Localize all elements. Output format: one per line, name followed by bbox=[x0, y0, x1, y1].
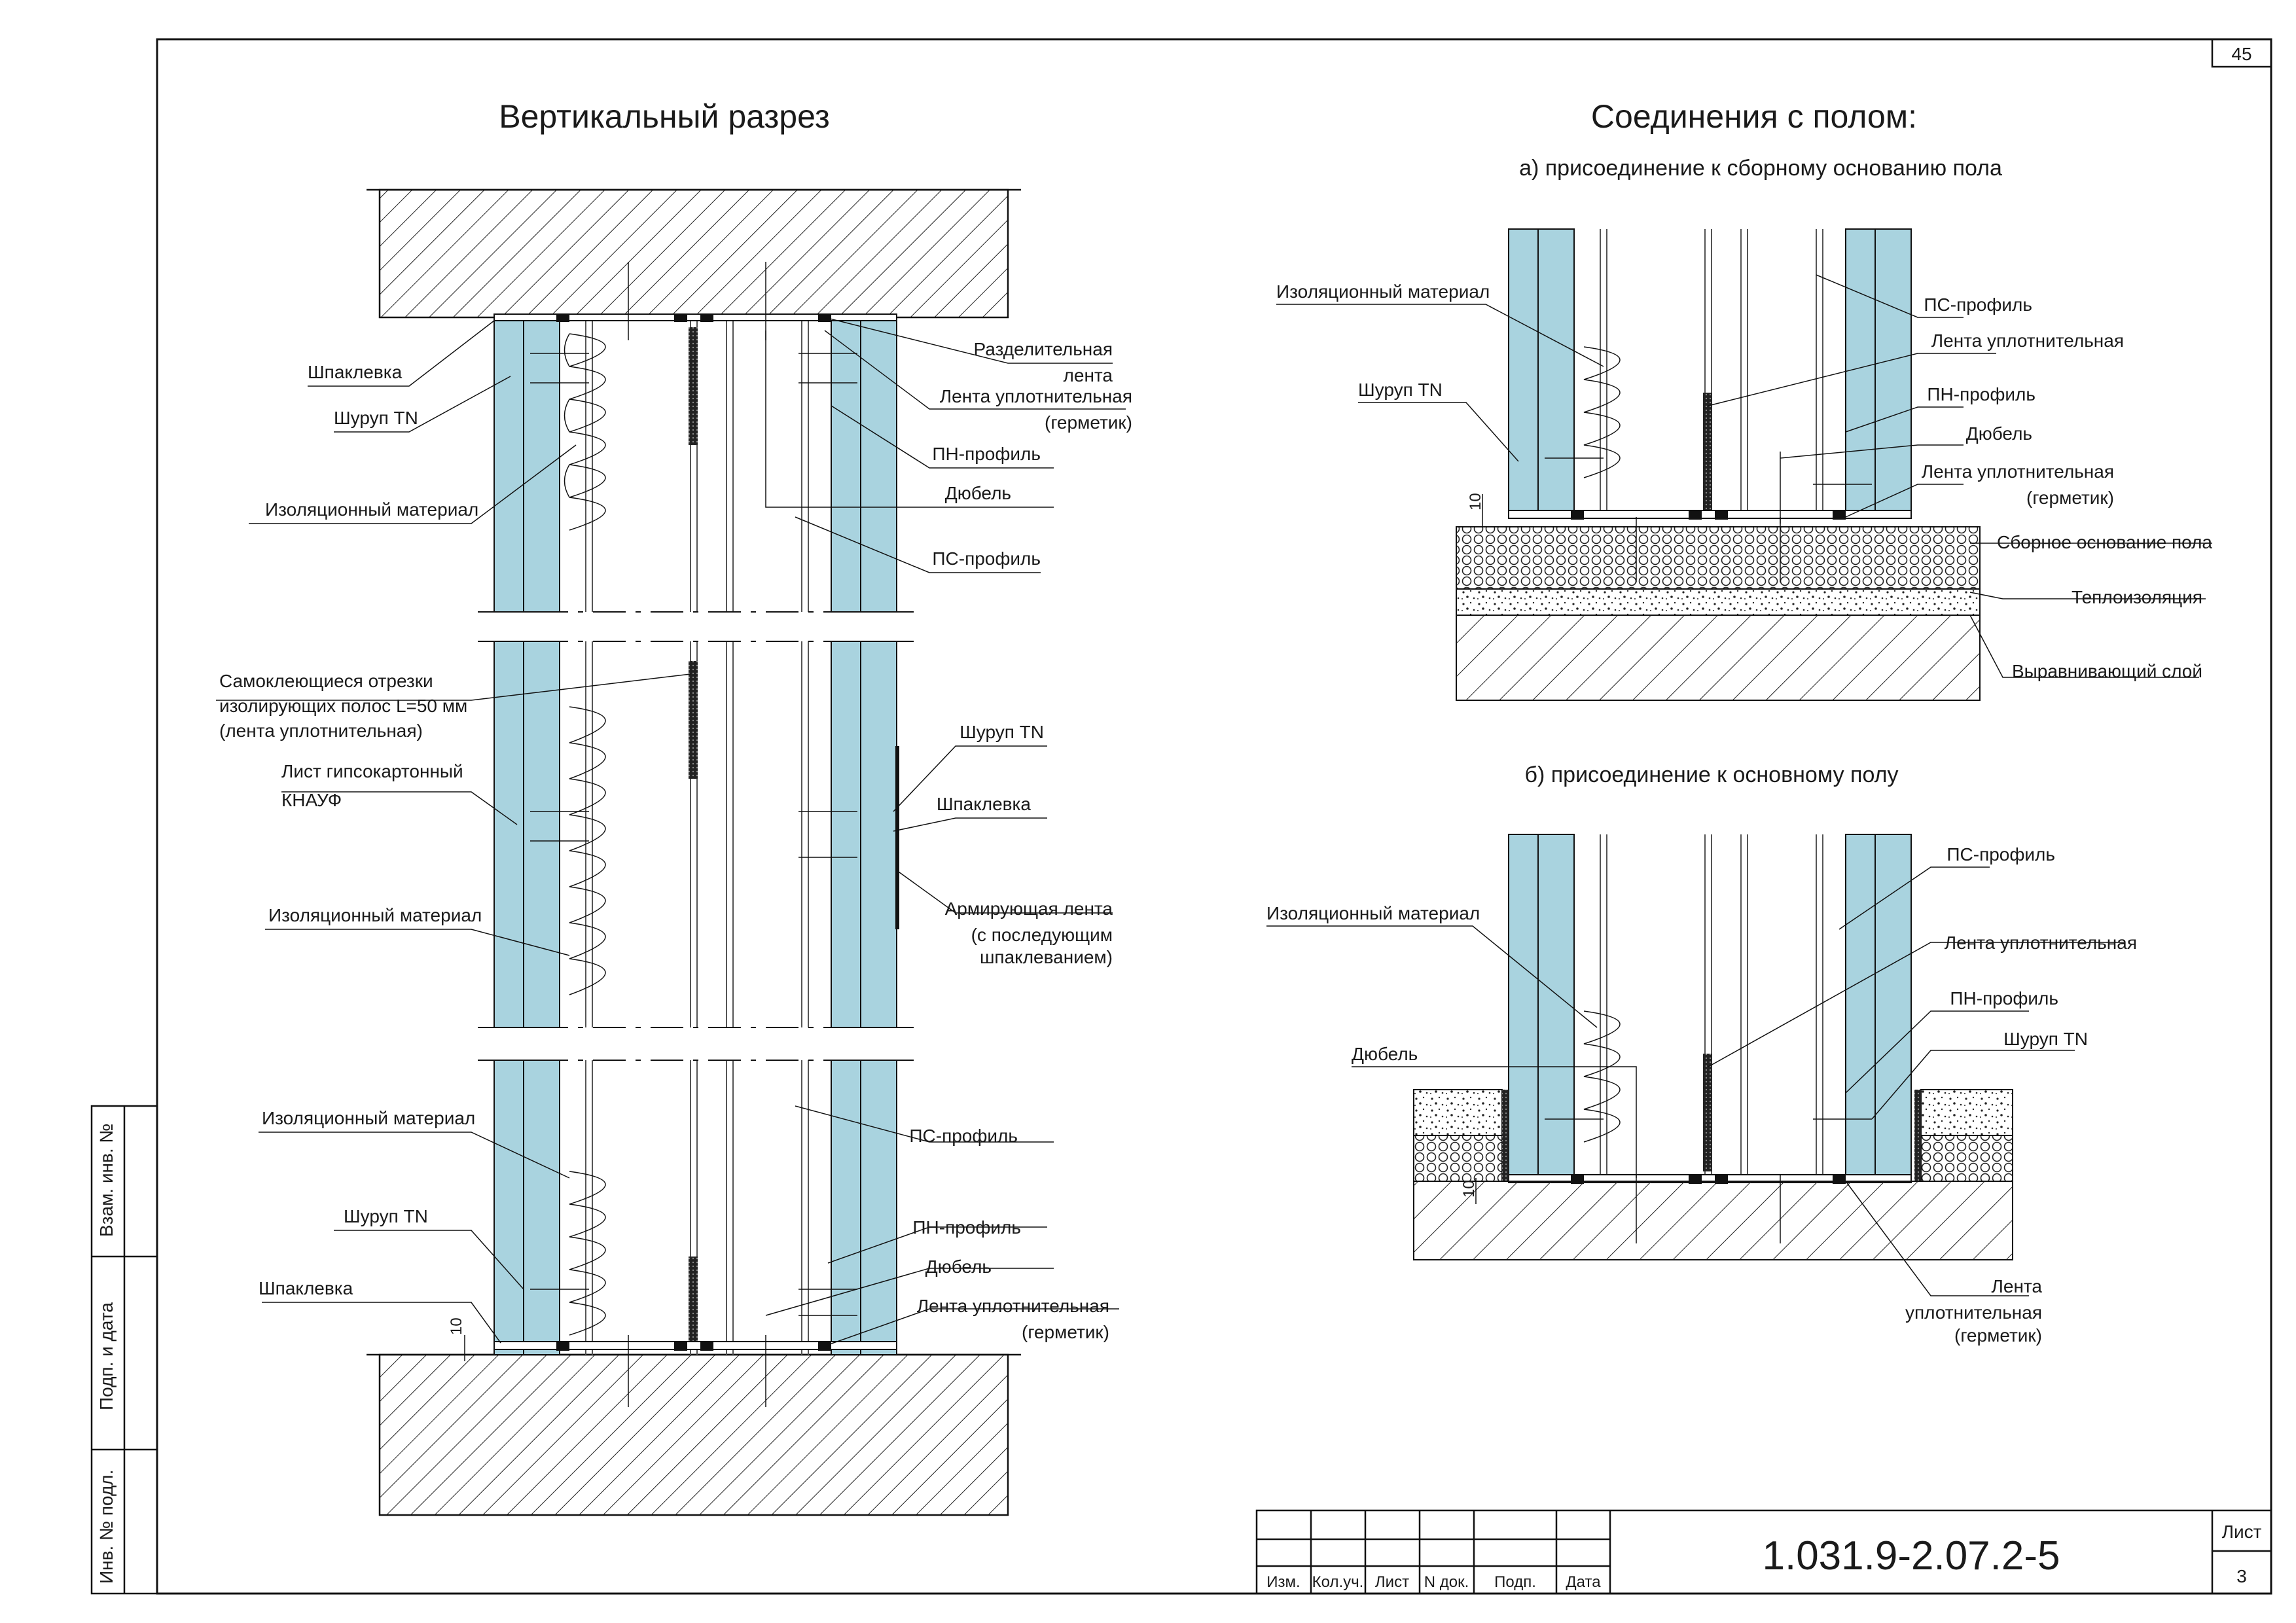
lbl-razd-lenta-1: Разделительная bbox=[974, 339, 1113, 359]
lbl-shpaklevka-top: Шпаклевка bbox=[308, 362, 403, 382]
b-base-slab bbox=[1413, 1181, 2013, 1260]
a-lbl-lenta-g-1: Лента уплотнительная bbox=[1922, 461, 2114, 482]
lbl-arm-1: Армирующая лента bbox=[945, 899, 1113, 919]
outer-frame bbox=[156, 38, 2272, 1595]
lbl-izol-bot: Изоляционный материал bbox=[262, 1108, 475, 1128]
floor-slab bbox=[378, 1353, 1009, 1516]
tb-h-list: Лист bbox=[1375, 1573, 1409, 1591]
tb-h-ndok: N док. bbox=[1424, 1573, 1469, 1591]
lbl-lenta-upl-top-1: Лента уплотнительная bbox=[940, 386, 1132, 406]
prefab-floor-layer bbox=[1456, 526, 1981, 590]
tb-h-podp: Подп. bbox=[1494, 1573, 1536, 1591]
tb-h-kol: Кол.уч. bbox=[1312, 1573, 1364, 1591]
left-leaders bbox=[216, 317, 1126, 1346]
ceiling-slab bbox=[378, 188, 1009, 319]
section-a-drawing: 10 Изоляционный материал Шуруп TN ПС-про… bbox=[1276, 228, 2212, 701]
lbl-dubel-bot: Дюбель bbox=[925, 1257, 992, 1277]
a-lbl-ps: ПС-профиль bbox=[1924, 294, 2032, 315]
title-block: Изм. Кол.уч. Лист N док. Подп. Дата 1.03… bbox=[1255, 1509, 2272, 1595]
a-lbl-teplo: Теплоизоляция bbox=[2072, 587, 2202, 607]
sheet-number: 45 bbox=[2231, 44, 2251, 64]
wall-segment-top bbox=[493, 262, 897, 613]
right-title: Соединения с полом: bbox=[1591, 98, 1917, 135]
stamp-podp: Подп. и дата bbox=[96, 1302, 117, 1410]
b-lbl-dubel: Дюбель bbox=[1352, 1044, 1418, 1064]
wall-segment-bottom bbox=[493, 1060, 897, 1407]
lbl-list-1: Лист гипсокартонный bbox=[281, 761, 463, 781]
left-dim-10: 10 bbox=[448, 1317, 465, 1335]
b-floor-left-bottom bbox=[1413, 1135, 1503, 1182]
lbl-samokl-2: изолирующих полос L=50 мм bbox=[219, 696, 467, 716]
b-lbl-izol: Изоляционный материал bbox=[1266, 903, 1480, 923]
b-lbl-ps: ПС-профиль bbox=[1946, 844, 2055, 865]
a-lbl-shurup: Шуруп TN bbox=[1358, 380, 1443, 400]
lbl-lenta-upl-bot-2: (герметик) bbox=[1022, 1322, 1109, 1342]
lbl-list-2: КНАУФ bbox=[281, 790, 342, 810]
b-lbl-shurup: Шуруп TN bbox=[2003, 1029, 2088, 1049]
lbl-samokl-1: Самоклеющиеся отрезки bbox=[219, 671, 433, 691]
a-lbl-izol: Изоляционный материал bbox=[1276, 281, 1490, 302]
a-lbl-pn: ПН-профиль bbox=[1927, 384, 2036, 404]
lbl-izol-mid: Изоляционный материал bbox=[268, 905, 482, 925]
a-lbl-vyr: Выравнивающий слой bbox=[2012, 661, 2202, 681]
lbl-pn-top: ПН-профиль bbox=[932, 444, 1041, 464]
lbl-izol-top: Изоляционный материал bbox=[265, 499, 478, 520]
b-floor-left-top bbox=[1413, 1089, 1503, 1136]
b-lbl-lenta-upl: Лента уплотнительная bbox=[1945, 933, 2137, 953]
tb-h-izm: Изм. bbox=[1266, 1573, 1300, 1591]
lbl-lenta-upl-bot-1: Лента уплотнительная bbox=[917, 1296, 1109, 1316]
lbl-shurup-bot: Шуруп TN bbox=[344, 1206, 428, 1226]
stamp-inv: Инв. № подл. bbox=[96, 1470, 117, 1584]
vertical-section: 10 Шпаклевка Шуруп TN Изоляционный матер… bbox=[216, 188, 1132, 1516]
b-lbl-lenta-2: уплотнительная bbox=[1905, 1302, 2042, 1323]
a-lbl-lenta-upl: Лента уплотнительная bbox=[1931, 330, 2124, 351]
section-b-drawing: 10 ПС-профиль Изоляционный материал Лент… bbox=[1266, 834, 2137, 1346]
section-b-title: б) присоединение к основному полу bbox=[1525, 762, 1899, 787]
lbl-lenta-upl-top-2: (герметик) bbox=[1045, 412, 1132, 433]
a-lbl-sbor: Сборное основание пола bbox=[1997, 532, 2212, 552]
tb-list-label: Лист bbox=[2222, 1522, 2262, 1542]
tb-h-data: Дата bbox=[1566, 1573, 1601, 1591]
b-dim-10: 10 bbox=[1460, 1180, 1478, 1198]
lbl-dubel-top: Дюбель bbox=[945, 483, 1011, 503]
lbl-samokl-3: (лента уплотнительная) bbox=[219, 721, 423, 741]
section-a-title: а) присоединение к сборному основанию по… bbox=[1519, 156, 2002, 181]
b-lbl-lenta-3: (герметик) bbox=[1954, 1325, 2042, 1346]
lbl-pn-bot: ПН-профиль bbox=[912, 1217, 1021, 1238]
a-lbl-lenta-g-2: (герметик) bbox=[2026, 488, 2114, 508]
thermal-insulation-layer bbox=[1456, 588, 1981, 616]
lbl-shurup-mid: Шуруп TN bbox=[960, 722, 1044, 742]
lbl-razd-lenta-2: лента bbox=[1064, 365, 1113, 385]
document-code: 1.031.9-2.07.2-5 bbox=[1762, 1533, 2060, 1578]
side-stamp: Взам. инв. № Подп. и дата Инв. № подл. bbox=[90, 1105, 158, 1595]
lbl-ps-top: ПС-профиль bbox=[932, 548, 1041, 569]
b-floor-right-top bbox=[1920, 1089, 2013, 1136]
lbl-shpaklevka-mid: Шпаклевка bbox=[937, 794, 1031, 814]
lbl-arm-2: (с последующим bbox=[971, 925, 1113, 945]
a-lbl-dubel: Дюбель bbox=[1966, 423, 2032, 444]
sheet-number-box bbox=[2211, 38, 2272, 68]
wall-segment-middle bbox=[493, 641, 899, 1028]
lbl-ps-bot: ПС-профиль bbox=[909, 1126, 1018, 1146]
left-title: Вертикальный разрез bbox=[499, 98, 830, 135]
lbl-arm-3: шпаклеванием) bbox=[980, 947, 1113, 967]
lbl-shpaklevka-bot: Шпаклевка bbox=[259, 1278, 353, 1298]
a-dim-10: 10 bbox=[1467, 493, 1484, 510]
stamp-vzam: Взам. инв. № bbox=[96, 1124, 117, 1237]
tb-list-number: 3 bbox=[2236, 1566, 2247, 1586]
b-lbl-lenta-1: Лента bbox=[1992, 1276, 2043, 1296]
lbl-shurup-top: Шуруп TN bbox=[334, 408, 418, 428]
a-base-slab bbox=[1456, 615, 1981, 701]
b-lbl-pn: ПН-профиль bbox=[1950, 988, 2058, 1008]
b-floor-right-bottom bbox=[1920, 1135, 2013, 1182]
